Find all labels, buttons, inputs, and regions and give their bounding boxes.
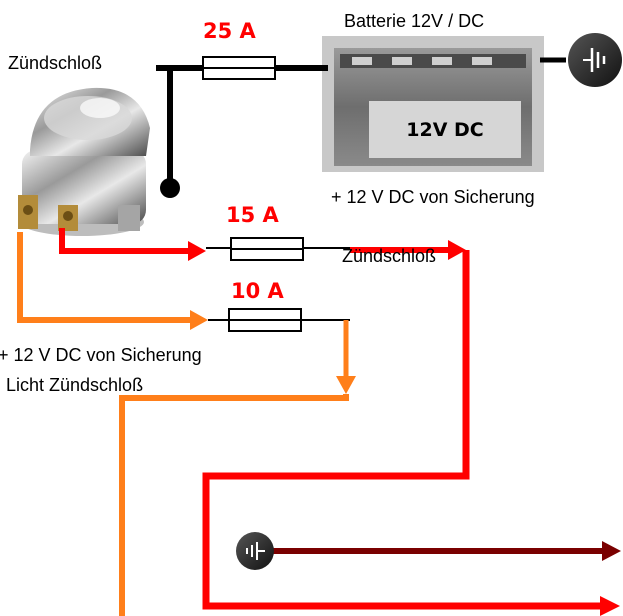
ground-wire — [268, 541, 621, 561]
ignition-feed-label-line1: + 12 V DC von Sicherung — [331, 187, 535, 207]
light-feed-label-line1: + 12 V DC von Sicherung — [0, 345, 202, 365]
ground-icon — [568, 33, 622, 87]
ignition-feed-label-line2: Zündschloß — [342, 246, 436, 266]
ignition-wire — [59, 228, 620, 616]
ignition-switch-image — [14, 84, 172, 242]
battery-image: 12V DC — [322, 36, 544, 172]
battery-label-plate — [369, 101, 521, 158]
fuse-10a-label: 10 A — [231, 279, 285, 303]
fuse-25a-label: 25 A — [203, 19, 257, 43]
light-feed-label-line2: Licht Zündschloß — [6, 375, 143, 395]
ground-icon — [236, 532, 274, 570]
battery-title: Batterie 12V / DC — [344, 11, 484, 31]
battery-voltage-label: 12V DC — [406, 119, 483, 141]
junction-dot — [160, 178, 180, 198]
light-wire — [17, 232, 356, 616]
ignition-switch-label: Zündschloß — [8, 53, 102, 73]
fuse-15a-label: 15 A — [226, 203, 280, 227]
battery-feed-wire — [156, 57, 566, 198]
